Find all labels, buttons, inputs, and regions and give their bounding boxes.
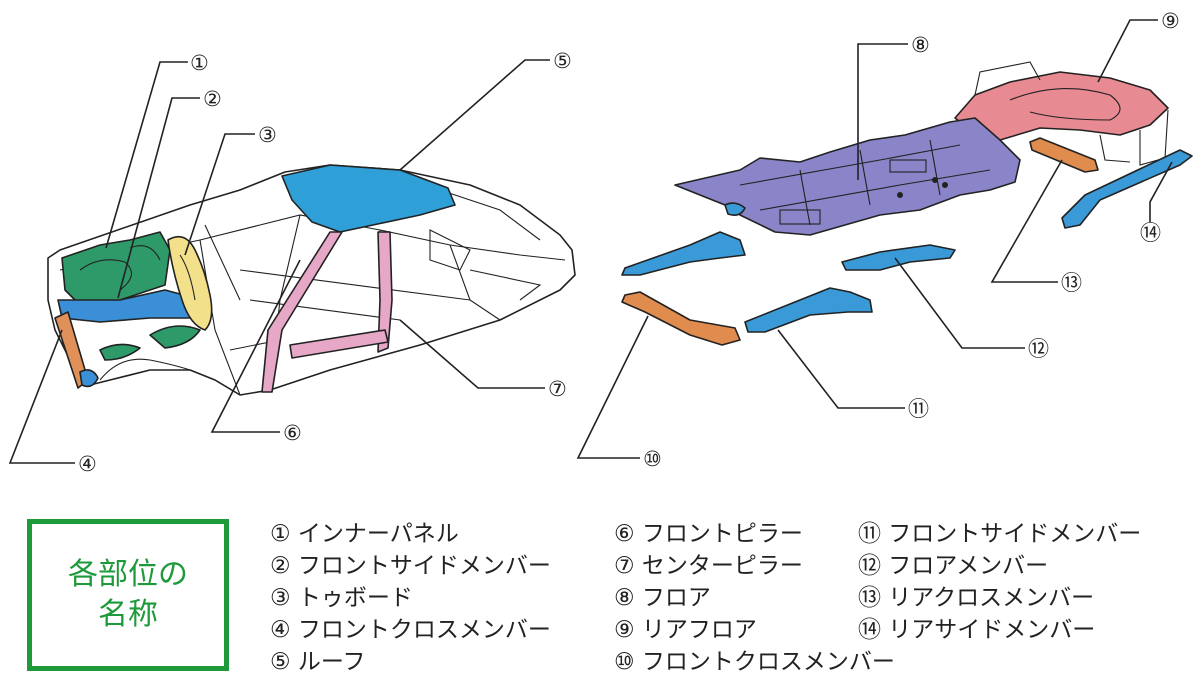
legend-item: ② フロントサイドメンバー	[270, 553, 551, 579]
floor-member	[841, 244, 956, 271]
legend-column-1: ① インナーパネル ② フロントサイドメンバー ③ トゥボード ④ フロントクロスメン…	[270, 518, 551, 678]
toe-board	[167, 235, 213, 331]
floor-front-cross-member	[621, 291, 741, 346]
callout-2: ②	[203, 87, 222, 111]
front-pillar	[261, 231, 343, 393]
floor-front-side-member-upper	[621, 231, 746, 276]
callout-10: ⑩	[643, 447, 662, 471]
callout-8: ⑧	[911, 33, 930, 57]
callout-4: ④	[78, 452, 97, 476]
legend-item: ⑤ ルーフ	[270, 649, 366, 675]
legend-title: 各部位の名称	[68, 557, 188, 632]
floor	[674, 117, 1021, 236]
rear-cross-member	[1029, 137, 1099, 173]
callout-6: ⑥	[283, 421, 302, 445]
car-body-shell	[47, 164, 576, 396]
legend-item: ① インナーパネル	[270, 521, 459, 547]
legend-item: ⑦ センターピラー	[614, 553, 803, 579]
leader-lines	[8, 19, 1173, 464]
legend-item: ⑭ リアサイドメンバー	[858, 617, 1096, 643]
callout-5: ⑤	[553, 49, 572, 73]
callout-9: ⑨	[1161, 9, 1180, 33]
legend-item: ⑩ フロントクロスメンバー	[614, 649, 895, 675]
callout-14: ⑭	[1140, 221, 1161, 245]
legend-item: ③ トゥボード	[270, 585, 413, 611]
rear-side-member	[1061, 149, 1193, 229]
callout-11: ⑪	[908, 397, 929, 421]
legend-item: ⑨ リアフロア	[614, 617, 757, 643]
floor-assembly	[621, 61, 1193, 346]
legend-item: ⑥ フロントピラー	[614, 521, 803, 547]
legend-item: ⑪ フロントサイドメンバー	[858, 521, 1142, 547]
title-box: 各部位の名称	[27, 519, 229, 671]
legend-item: ⑫ フロアメンバー	[858, 553, 1049, 579]
center-pillar	[377, 231, 393, 353]
roof	[281, 164, 456, 233]
legend-column-2: ⑥ フロントピラー ⑦ センターピラー ⑧ フロア ⑨ リアフロア ⑩ フロントクロスメ…	[614, 518, 895, 678]
callout-12: ⑫	[1028, 337, 1049, 361]
rear-floor	[954, 71, 1169, 141]
legend-item: ⑧ フロア	[614, 585, 711, 611]
legend-item: ④ フロントクロスメンバー	[270, 617, 551, 643]
callout-7: ⑦	[548, 377, 567, 401]
callout-1: ①	[190, 51, 209, 75]
callout-13: ⑬	[1061, 271, 1082, 295]
legend-column-3: ⑪ フロントサイドメンバー ⑫ フロアメンバー ⑬ リアクロスメンバー ⑭ リアサイド…	[858, 518, 1141, 646]
legend-item: ⑬ リアクロスメンバー	[858, 585, 1095, 611]
callout-3: ③	[258, 123, 277, 147]
inner-panel	[61, 231, 171, 306]
car-body-diagram: ① ② ③ ④ ⑤ ⑥ ⑦ ⑧ ⑨ ⑩ ⑪ ⑫ ⑬ ⑭	[8, 9, 1193, 476]
callout-labels: ① ② ③ ④ ⑤ ⑥ ⑦ ⑧ ⑨ ⑩ ⑪ ⑫ ⑬ ⑭	[78, 9, 1180, 476]
floor-front-side-member	[744, 287, 873, 333]
